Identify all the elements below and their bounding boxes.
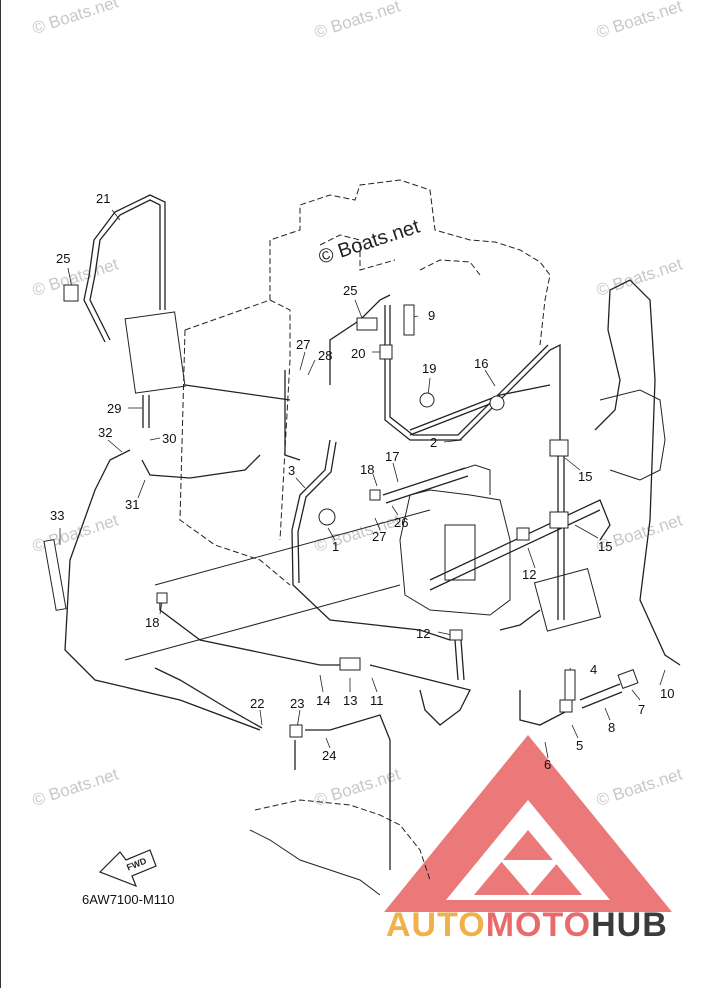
- callout-label: 16: [474, 356, 489, 371]
- brand-logo-mark: [384, 735, 672, 912]
- callout-label: 9: [428, 308, 436, 323]
- brand-part-auto: AUTO: [386, 906, 486, 944]
- callout-label: 4: [590, 662, 598, 677]
- callout-label: 22: [250, 696, 265, 711]
- callout-label: 7: [638, 702, 646, 717]
- callout-label: 3: [288, 463, 296, 478]
- callout-label: 30: [162, 431, 177, 446]
- callout-label: 25: [56, 251, 71, 266]
- callout-label: 13: [343, 693, 358, 708]
- engine-outline: [124, 179, 666, 896]
- clamps: [43, 284, 639, 738]
- callout-label: 18: [360, 462, 375, 477]
- callout-label: 27: [296, 337, 311, 352]
- callout-label: 21: [96, 191, 111, 206]
- callout-label: 14: [316, 693, 331, 708]
- callout-label: 17: [385, 449, 400, 464]
- callout-label: 5: [576, 738, 584, 753]
- callout-label: 12: [522, 567, 537, 582]
- callout-label: 31: [125, 497, 140, 512]
- brand-wordmark: AUTOMOTOHUB: [386, 906, 668, 945]
- callout-label: 8: [608, 720, 616, 735]
- callout-label: 25: [343, 283, 358, 298]
- diagram-code: 6AW7100-M110: [82, 892, 175, 907]
- callout-label: 32: [98, 425, 113, 440]
- callout-label: 6: [544, 757, 552, 772]
- callout-label: 15: [598, 539, 613, 554]
- brand-part-moto: MOTO: [485, 906, 592, 944]
- callout-label: 24: [322, 748, 337, 763]
- callout-label: 20: [351, 346, 366, 361]
- callout-label: 10: [660, 686, 675, 701]
- leader-lines: [59, 209, 666, 759]
- callout-label: 11: [370, 693, 384, 708]
- callout-label: 19: [422, 361, 437, 376]
- brand-part-hub: HUB: [591, 906, 668, 944]
- callout-label: 26: [394, 515, 409, 530]
- callout-label: 2: [430, 435, 438, 450]
- fwd-arrow-icon: FWD: [98, 849, 157, 888]
- callout-label: 1: [332, 539, 340, 554]
- callout-label: 33: [50, 508, 65, 523]
- callout-label: 23: [290, 696, 305, 711]
- callout-label: 12: [416, 626, 431, 641]
- callout-label: 27: [372, 529, 387, 544]
- callout-label: 15: [578, 469, 593, 484]
- callout-label: 29: [107, 401, 122, 416]
- callout-label: 28: [318, 348, 333, 363]
- callout-label: 18: [145, 615, 160, 630]
- left-border: [0, 0, 1, 988]
